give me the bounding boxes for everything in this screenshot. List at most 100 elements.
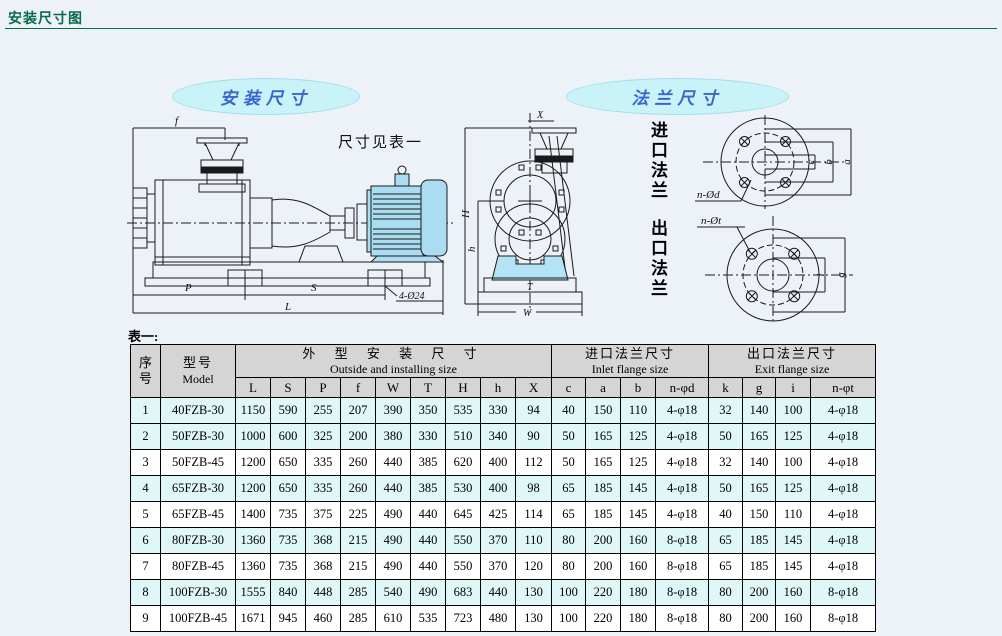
value-cell: 440 <box>410 527 446 554</box>
suction-flange-front <box>531 127 577 174</box>
value-cell: 65 <box>708 527 744 554</box>
pump-pedestal <box>491 255 569 281</box>
value-cell: 150 <box>585 397 622 424</box>
title-underline <box>5 28 997 29</box>
col-header-b: b <box>620 377 657 398</box>
col-header-P: P <box>305 377 341 398</box>
value-cell: 490 <box>375 501 411 528</box>
value-cell: 440 <box>480 579 516 606</box>
value-cell: 8-φ18 <box>810 605 877 632</box>
value-cell: 145 <box>775 527 812 554</box>
value-cell: 200 <box>585 553 622 580</box>
col-group-exit-flange: 出口法兰尺寸 Exit flange size <box>708 344 877 378</box>
value-cell: 140 <box>742 449 777 476</box>
value-cell: 4-φ18 <box>810 501 877 528</box>
value-cell: 180 <box>620 605 657 632</box>
value-cell: 460 <box>305 605 341 632</box>
value-cell: 180 <box>620 579 657 606</box>
value-cell: 620 <box>445 449 481 476</box>
value-cell: 160 <box>620 527 657 554</box>
page-title: 安装尺寸图 <box>8 10 83 26</box>
value-cell: 4-φ18 <box>655 397 710 424</box>
dim-label-b: b <box>823 159 835 165</box>
value-cell: 735 <box>270 527 306 554</box>
value-cell: 130 <box>514 579 553 606</box>
value-cell: 4-φ18 <box>810 423 877 450</box>
value-cell: 100 <box>551 605 587 632</box>
row-no-cell: 6 <box>130 527 161 554</box>
value-cell: 4-φ18 <box>655 475 710 502</box>
value-cell: 207 <box>340 397 376 424</box>
col-header-T: T <box>410 377 446 398</box>
model-cell: 65FZB-45 <box>160 501 236 528</box>
value-cell: 255 <box>305 397 341 424</box>
col-header-f: f <box>340 377 376 398</box>
value-cell: 200 <box>742 605 777 632</box>
value-cell: 160 <box>620 553 657 580</box>
col-header-model: 型号 Model <box>160 344 236 398</box>
value-cell: 4-φ18 <box>810 397 877 424</box>
installation-size-badge: 安装尺寸 <box>172 78 360 115</box>
value-cell: 50 <box>708 423 744 450</box>
value-cell: 125 <box>620 423 657 450</box>
value-cell: 535 <box>410 605 446 632</box>
value-cell: 90 <box>514 423 553 450</box>
value-cell: 8-φ18 <box>655 553 710 580</box>
value-cell: 165 <box>742 475 777 502</box>
value-cell: 4-φ18 <box>655 423 710 450</box>
value-cell: 390 <box>375 397 411 424</box>
value-cell: 610 <box>375 605 411 632</box>
value-cell: 535 <box>445 397 481 424</box>
value-cell: 550 <box>445 553 481 580</box>
table-caption: 表一: <box>128 329 159 344</box>
value-cell: 114 <box>514 501 553 528</box>
bearing-frame <box>249 197 370 263</box>
value-cell: 125 <box>620 449 657 476</box>
value-cell: 1200 <box>235 449 271 476</box>
value-cell: 490 <box>410 579 446 606</box>
value-cell: 130 <box>514 605 553 632</box>
outlet-bolt-label: n-Øt <box>701 215 722 227</box>
value-cell: 368 <box>305 553 341 580</box>
outlet-flange-vertical-label: 出口法兰 <box>648 219 667 299</box>
value-cell: 723 <box>445 605 481 632</box>
value-cell: 550 <box>445 527 481 554</box>
dim-label-H: H <box>460 209 472 219</box>
pump-side-view-drawing: f P S L 4-Ø24 <box>127 115 453 315</box>
value-cell: 340 <box>480 423 516 450</box>
dim-label-a: a <box>841 159 853 165</box>
row-no-cell: 1 <box>130 397 161 424</box>
dim-label-P: P <box>184 282 192 294</box>
value-cell: 100 <box>551 579 587 606</box>
model-cell: 50FZB-45 <box>160 449 236 476</box>
value-cell: 480 <box>480 605 516 632</box>
col-header-h: h <box>480 377 516 398</box>
dimension-table: 序 号 型号 Model 外 型 安 装 尺 寸 Outside and ins… <box>130 344 877 632</box>
value-cell: 185 <box>742 527 777 554</box>
see-table-note: 尺寸见表一 <box>338 135 424 151</box>
row-no-cell: 3 <box>130 449 161 476</box>
inlet-flange-drawing: c b a n-Ød <box>695 115 853 209</box>
col-group-inlet-flange: 进口法兰尺寸 Inlet flange size <box>551 344 710 378</box>
value-cell: 50 <box>551 423 587 450</box>
model-cell: 80FZB-45 <box>160 553 236 580</box>
value-cell: 125 <box>775 423 812 450</box>
motor <box>366 165 448 263</box>
value-cell: 285 <box>340 605 376 632</box>
value-cell: 425 <box>480 501 516 528</box>
value-cell: 330 <box>480 397 516 424</box>
value-cell: 80 <box>551 527 587 554</box>
value-cell: 80 <box>551 553 587 580</box>
value-cell: 165 <box>585 423 622 450</box>
value-cell: 650 <box>270 449 306 476</box>
value-cell: 350 <box>410 397 446 424</box>
value-cell: 40 <box>708 501 744 528</box>
dim-label-X: X <box>536 110 544 121</box>
value-cell: 225 <box>340 501 376 528</box>
value-cell: 260 <box>340 475 376 502</box>
value-cell: 540 <box>375 579 411 606</box>
value-cell: 145 <box>775 553 812 580</box>
